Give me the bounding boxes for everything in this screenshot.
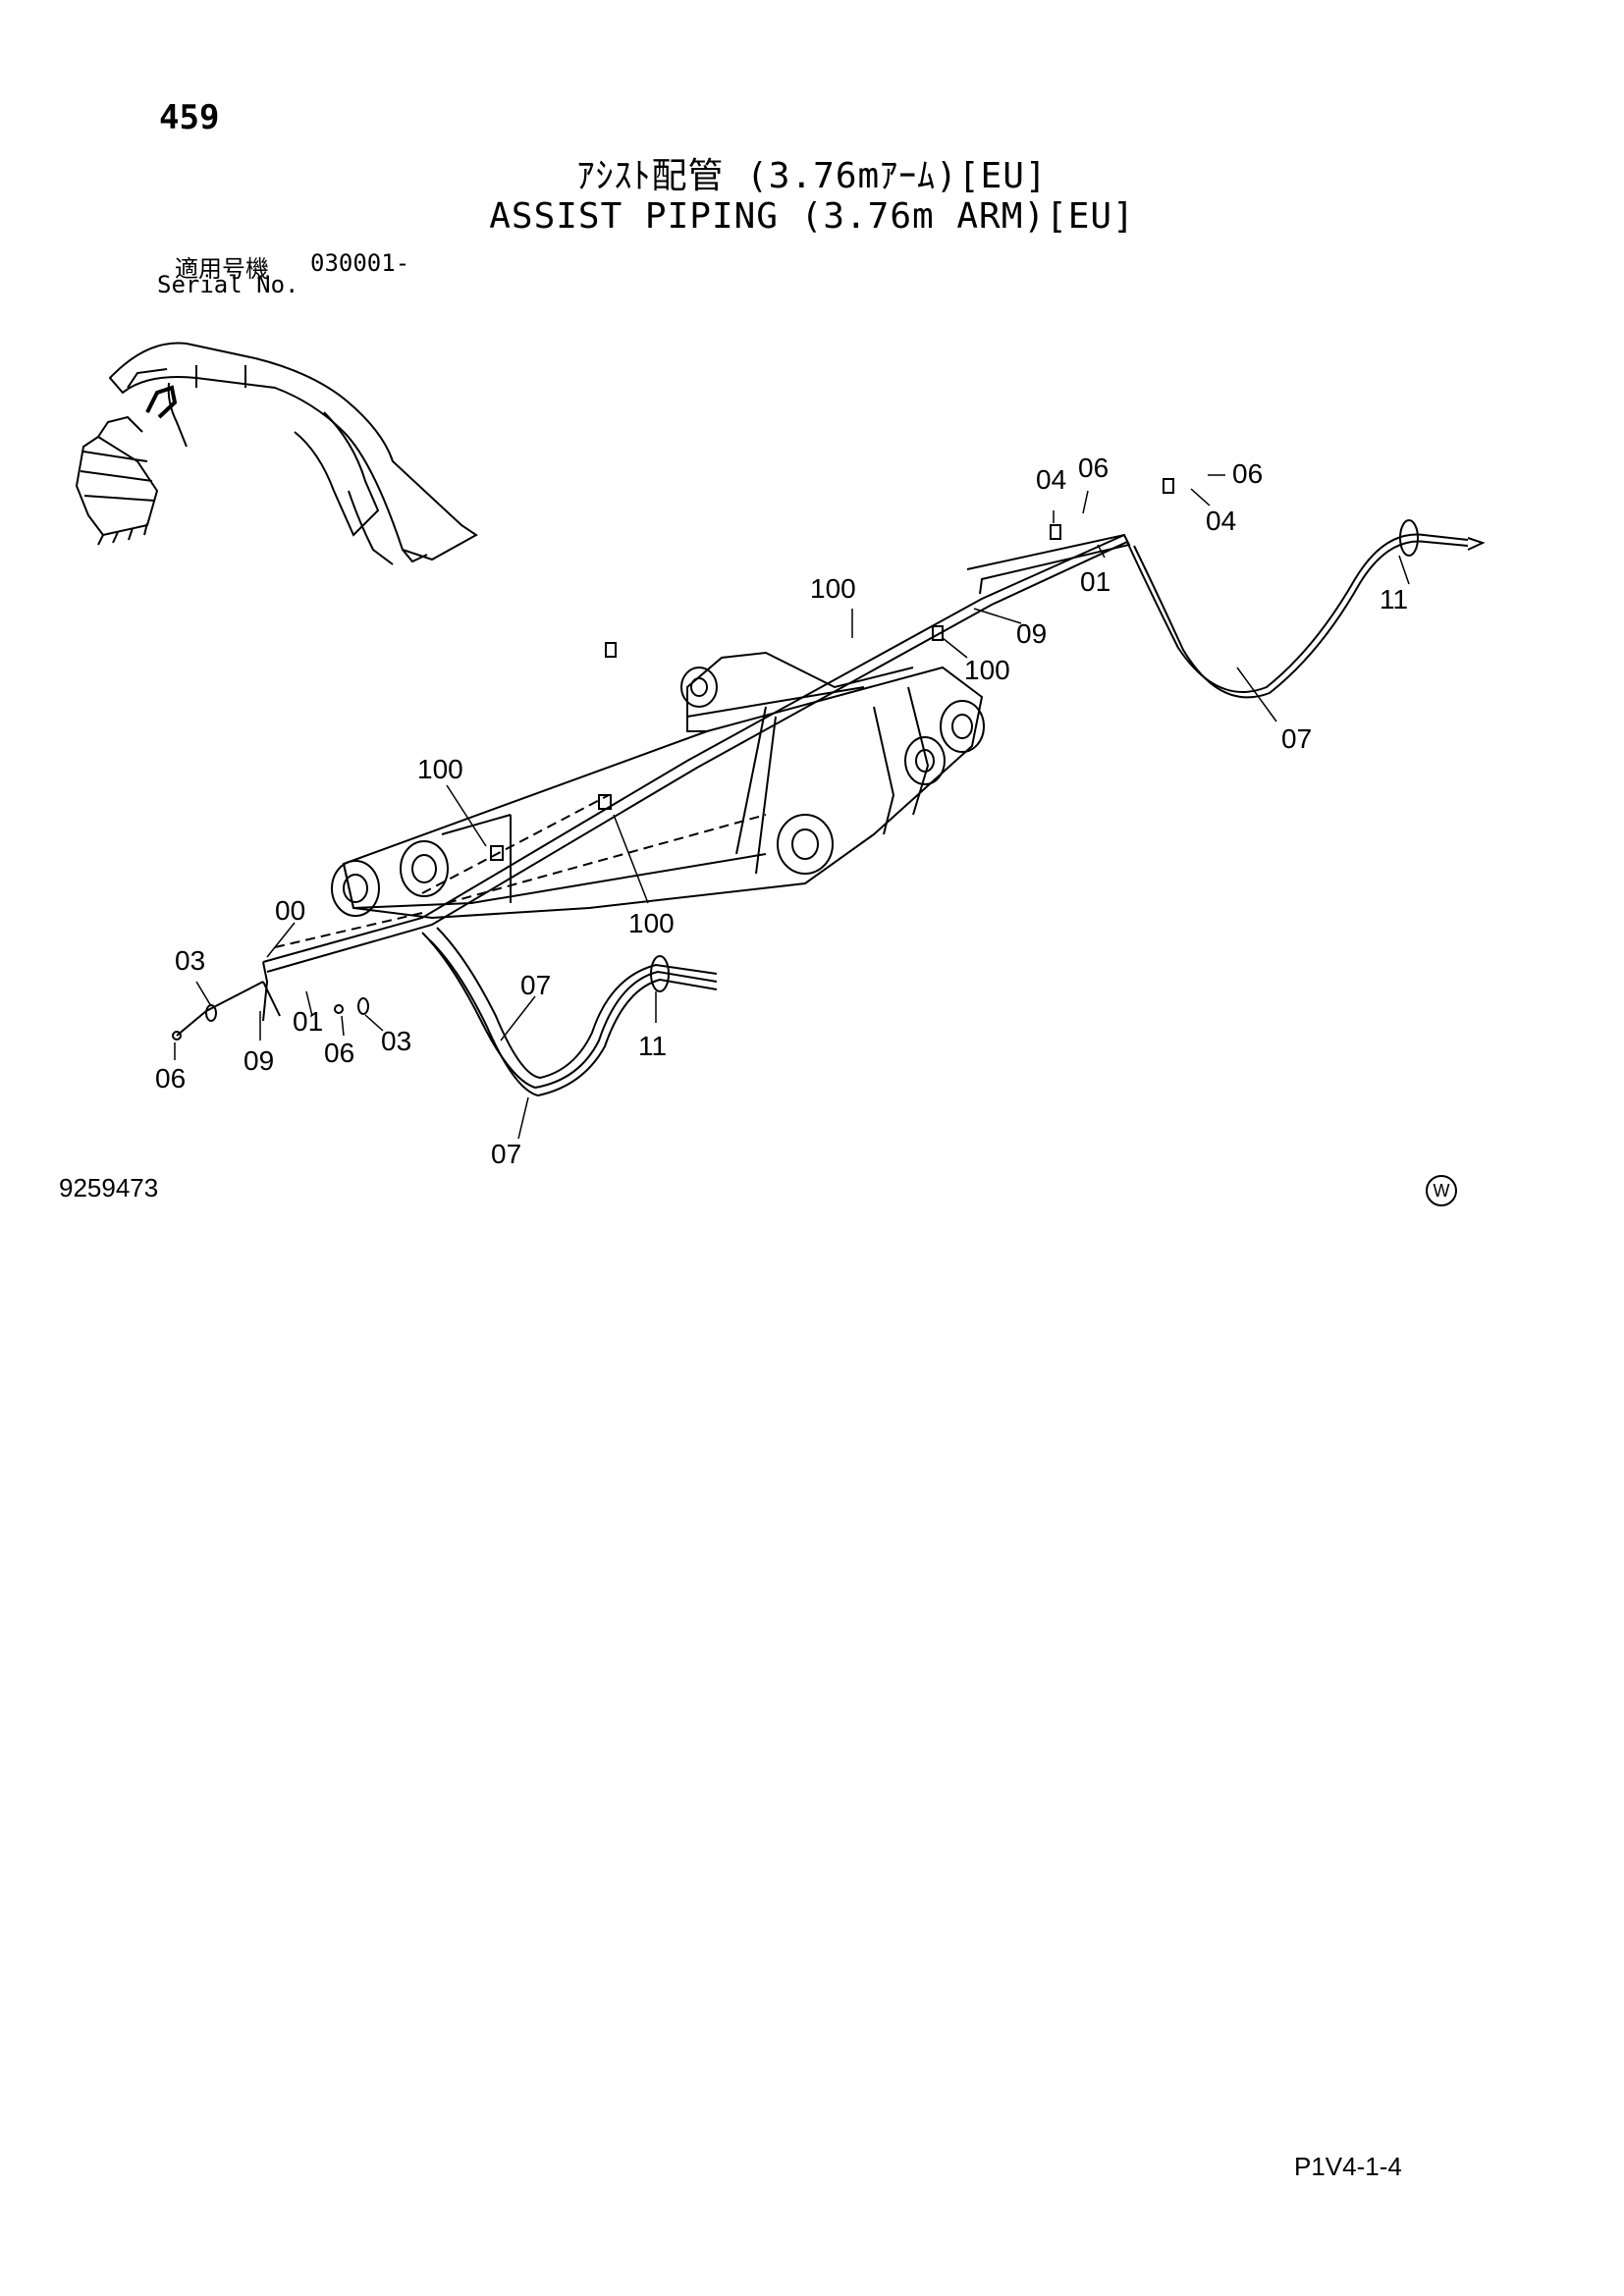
clamp-100-d [598, 794, 612, 810]
serial-label-japanese: 適用号機 [175, 255, 269, 283]
left-fittings [172, 961, 369, 1041]
serial-label-english: Serial No. [157, 271, 299, 298]
clamp-04-right [1163, 478, 1174, 494]
callout-100-a: 100 [810, 573, 856, 604]
callout-06-left: 06 [155, 1063, 186, 1094]
drawing-number: 9259473 [59, 1173, 159, 1202]
callout-01-left: 01 [293, 1006, 323, 1037]
callout-09-left: 09 [244, 1045, 274, 1076]
hose-right [1126, 519, 1486, 699]
callout-03-left: 03 [175, 945, 205, 976]
callout-06-top: 06 [1078, 453, 1109, 483]
callout-100-d: 100 [628, 908, 675, 938]
callout-04-right: 04 [1206, 506, 1236, 536]
callout-07-right: 07 [1281, 723, 1312, 754]
page-code: P1V4-1-4 [1294, 2152, 1402, 2181]
callout-07-mid: 07 [520, 970, 551, 1000]
leader-lines [174, 474, 1410, 1140]
callout-07-bottom: 07 [491, 1139, 521, 1169]
clamp-04-top [1050, 524, 1061, 540]
hose-left [421, 927, 718, 1097]
w-mark-icon: W [1426, 1175, 1457, 1206]
callout-01-right: 01 [1080, 566, 1110, 597]
title-english: ASSIST PIPING (3.76m ARM)[EU] [489, 196, 1135, 237]
pipe-lines [262, 533, 1131, 973]
callout-04-top: 04 [1036, 464, 1066, 495]
title-japanese: ｱｼｽﾄ配管 (3.76mｱｰﾑ)[EU] [576, 156, 1048, 196]
callout-11-right: 11 [1380, 584, 1408, 614]
callout-06-right: 06 [1232, 458, 1263, 489]
callout-11-mid: 11 [638, 1031, 667, 1061]
callout-03-mid: 03 [381, 1026, 411, 1056]
callout-00: 00 [275, 895, 305, 926]
clamp-100-c [490, 845, 504, 861]
parts-diagram: 04 06 06 04 01 11 100 09 100 07 100 100 … [75, 342, 1486, 1169]
excavator-thumbnail [75, 342, 478, 565]
arm-structure [331, 651, 985, 920]
callout-100-c: 100 [417, 754, 463, 784]
callout-100-b: 100 [964, 655, 1010, 685]
page-number: 459 [159, 98, 220, 137]
callout-09-right: 09 [1016, 618, 1047, 649]
callout-06-mid: 06 [324, 1038, 354, 1068]
clamp-100-a [605, 642, 617, 658]
clamp-100-b [932, 625, 944, 641]
serial-number-value: 030001- [310, 249, 410, 277]
